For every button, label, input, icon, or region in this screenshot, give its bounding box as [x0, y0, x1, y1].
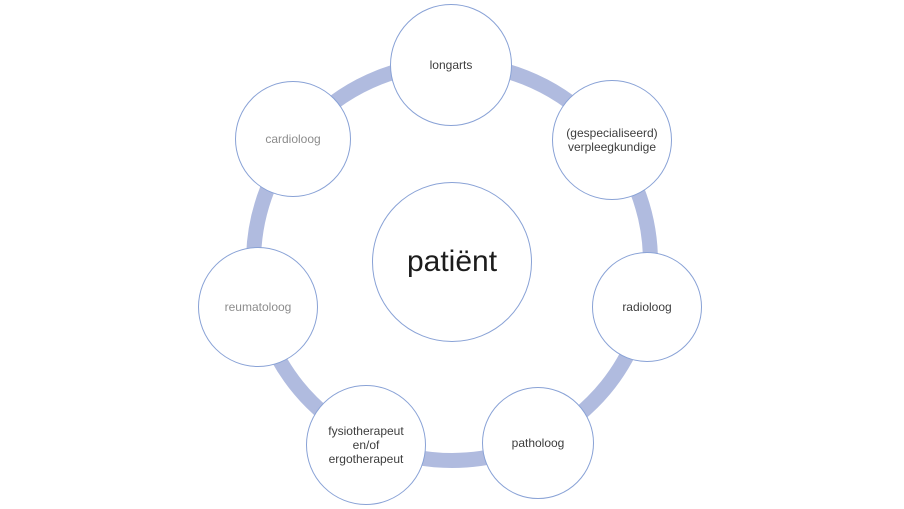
- node-reumatoloog: reumatoloog: [198, 247, 318, 367]
- node-cardioloog-label: cardioloog: [265, 131, 321, 146]
- node-gespecialiseerd-verpleegkundige-label: (gespecialiseerd) verpleegkundige: [566, 125, 658, 154]
- center-node-patient-label: patiënt: [406, 245, 498, 279]
- node-reumatoloog-label: reumatoloog: [224, 299, 292, 314]
- node-radioloog: radioloog: [592, 252, 702, 362]
- node-radioloog-label: radioloog: [622, 299, 672, 314]
- node-patholoog-label: patholoog: [511, 435, 565, 450]
- node-gespecialiseerd-verpleegkundige: (gespecialiseerd) verpleegkundige: [552, 80, 672, 200]
- node-fysiotherapeut-ergotherapeut: fysiotherapeut en/of ergotherapeut: [306, 385, 426, 505]
- center-node-patient: patiënt: [372, 182, 532, 342]
- node-patholoog: patholoog: [482, 387, 594, 499]
- node-longarts-label: longarts: [429, 57, 473, 72]
- node-longarts: longarts: [390, 4, 512, 126]
- node-fysiotherapeut-ergotherapeut-label: fysiotherapeut en/of ergotherapeut: [328, 423, 404, 467]
- node-cardioloog: cardioloog: [235, 81, 351, 197]
